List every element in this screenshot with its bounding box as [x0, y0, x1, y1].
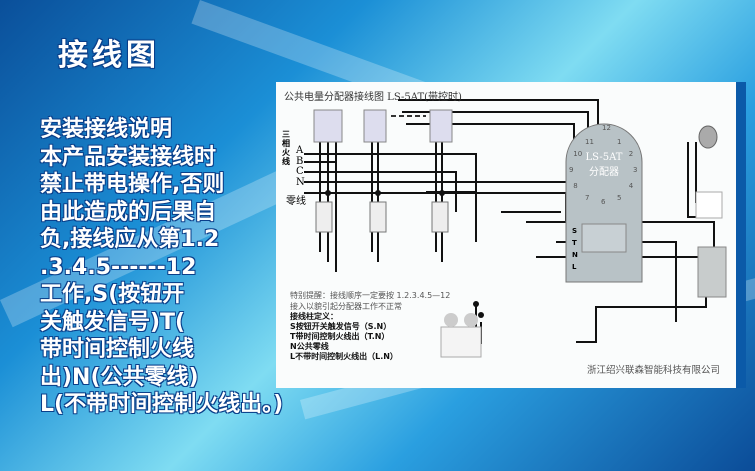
- distributor-label: LS-5AT 分配器: [584, 152, 624, 178]
- terminal-labels: S T N L: [572, 225, 578, 273]
- terminal-s: S: [572, 227, 578, 235]
- dial-number: 6: [601, 198, 606, 206]
- legend-item: T带时间控制火线出（T.N）: [290, 332, 390, 341]
- special-notice: 特别提醒：接线顺序一定要按 1.2.3.4.5—12 接入以貌引起分配器工作不正…: [290, 290, 450, 312]
- bulb-icon: [698, 125, 718, 149]
- terminal-t: T: [572, 239, 577, 247]
- legend-title: 接线柱定义：: [290, 312, 338, 321]
- dial-number: 9: [569, 166, 574, 174]
- installation-description: 安装接线说明 本产品安装接线时 禁止带电操作,否则 由此造成的后果自 负,接线应…: [40, 116, 340, 419]
- breaker: [369, 201, 387, 233]
- meter: [429, 109, 453, 143]
- three-phase-label: 三相火线: [282, 130, 290, 166]
- dial-number: 4: [628, 182, 634, 190]
- desc-line: L(不带时间控制火线出。): [40, 392, 284, 417]
- desc-line: .3.4.5------12: [40, 254, 197, 280]
- phase-b: B: [296, 155, 304, 167]
- dial-number: 11: [585, 138, 594, 147]
- terminal-l: L: [572, 263, 577, 271]
- wiring-diagram: [304, 99, 727, 358]
- desc-line: 工作,S(按钮开: [40, 282, 185, 307]
- dial-number: 8: [573, 182, 578, 190]
- dial-number: 2: [628, 150, 634, 158]
- meter: [363, 109, 387, 143]
- legend-item: S按钮开关触发信号（S.N）: [290, 322, 392, 331]
- dial-number: 10: [573, 150, 583, 158]
- desc-line: 关触发信号)T(: [40, 309, 186, 335]
- diagram-title: 公共电量分配器接线图 LS-5AT(带控时): [284, 92, 462, 103]
- phase-c: C: [296, 166, 304, 177]
- legend-item: N公共零线: [290, 342, 329, 351]
- phase-n: N: [296, 176, 305, 188]
- phase-labels: A B C N: [296, 145, 305, 188]
- dial-number: 1: [617, 138, 622, 147]
- desc-line: 出)N(公共零线): [40, 364, 199, 390]
- desc-line: 负,接线应从第1.2: [40, 227, 220, 252]
- desc-line: 由此造成的后果自: [40, 199, 217, 225]
- neutral-label: 零线: [286, 196, 306, 207]
- device-model: LS-5AT: [585, 152, 623, 163]
- desc-line: 安装接线说明: [40, 117, 173, 142]
- breaker: [315, 201, 333, 233]
- dial-number: 12: [602, 124, 611, 132]
- keypad-icon: [697, 246, 727, 298]
- slide-title: 接线图: [58, 38, 160, 73]
- terminal-legend: 接线柱定义： S按钮开关触发信号（S.N） T带时间控制火线出（T.N） N公共…: [290, 312, 398, 362]
- switch-icon: [695, 191, 723, 219]
- desc-line: 本产品安装接线时: [40, 144, 217, 170]
- breaker: [431, 201, 449, 233]
- dial-number: 3: [633, 166, 638, 174]
- wiring-diagram-panel: 公共电量分配器接线图 LS-5AT(带控时) 三相火线 A B C N 零线 L…: [276, 82, 746, 388]
- notice-line: 接入以貌引起分配器工作不正常: [290, 302, 402, 311]
- notice-line: 特别提醒：接线顺序一定要按 1.2.3.4.5—12: [290, 291, 451, 300]
- device-name: 分配器: [589, 167, 619, 178]
- legend-item: L不带时间控制火线出（L.N）: [290, 352, 398, 361]
- company-name: 浙江绍兴联森智能科技有限公司: [586, 365, 720, 376]
- dial-number: 5: [617, 193, 622, 202]
- phase-a: A: [296, 145, 304, 156]
- meter: [313, 109, 343, 143]
- terminal-n: N: [572, 251, 578, 259]
- desc-line: 禁止带电操作,否则: [40, 172, 225, 197]
- dial-number: 7: [585, 193, 590, 202]
- desc-line: 带时间控制火线: [40, 337, 195, 362]
- emergency-light-icon: [440, 326, 482, 358]
